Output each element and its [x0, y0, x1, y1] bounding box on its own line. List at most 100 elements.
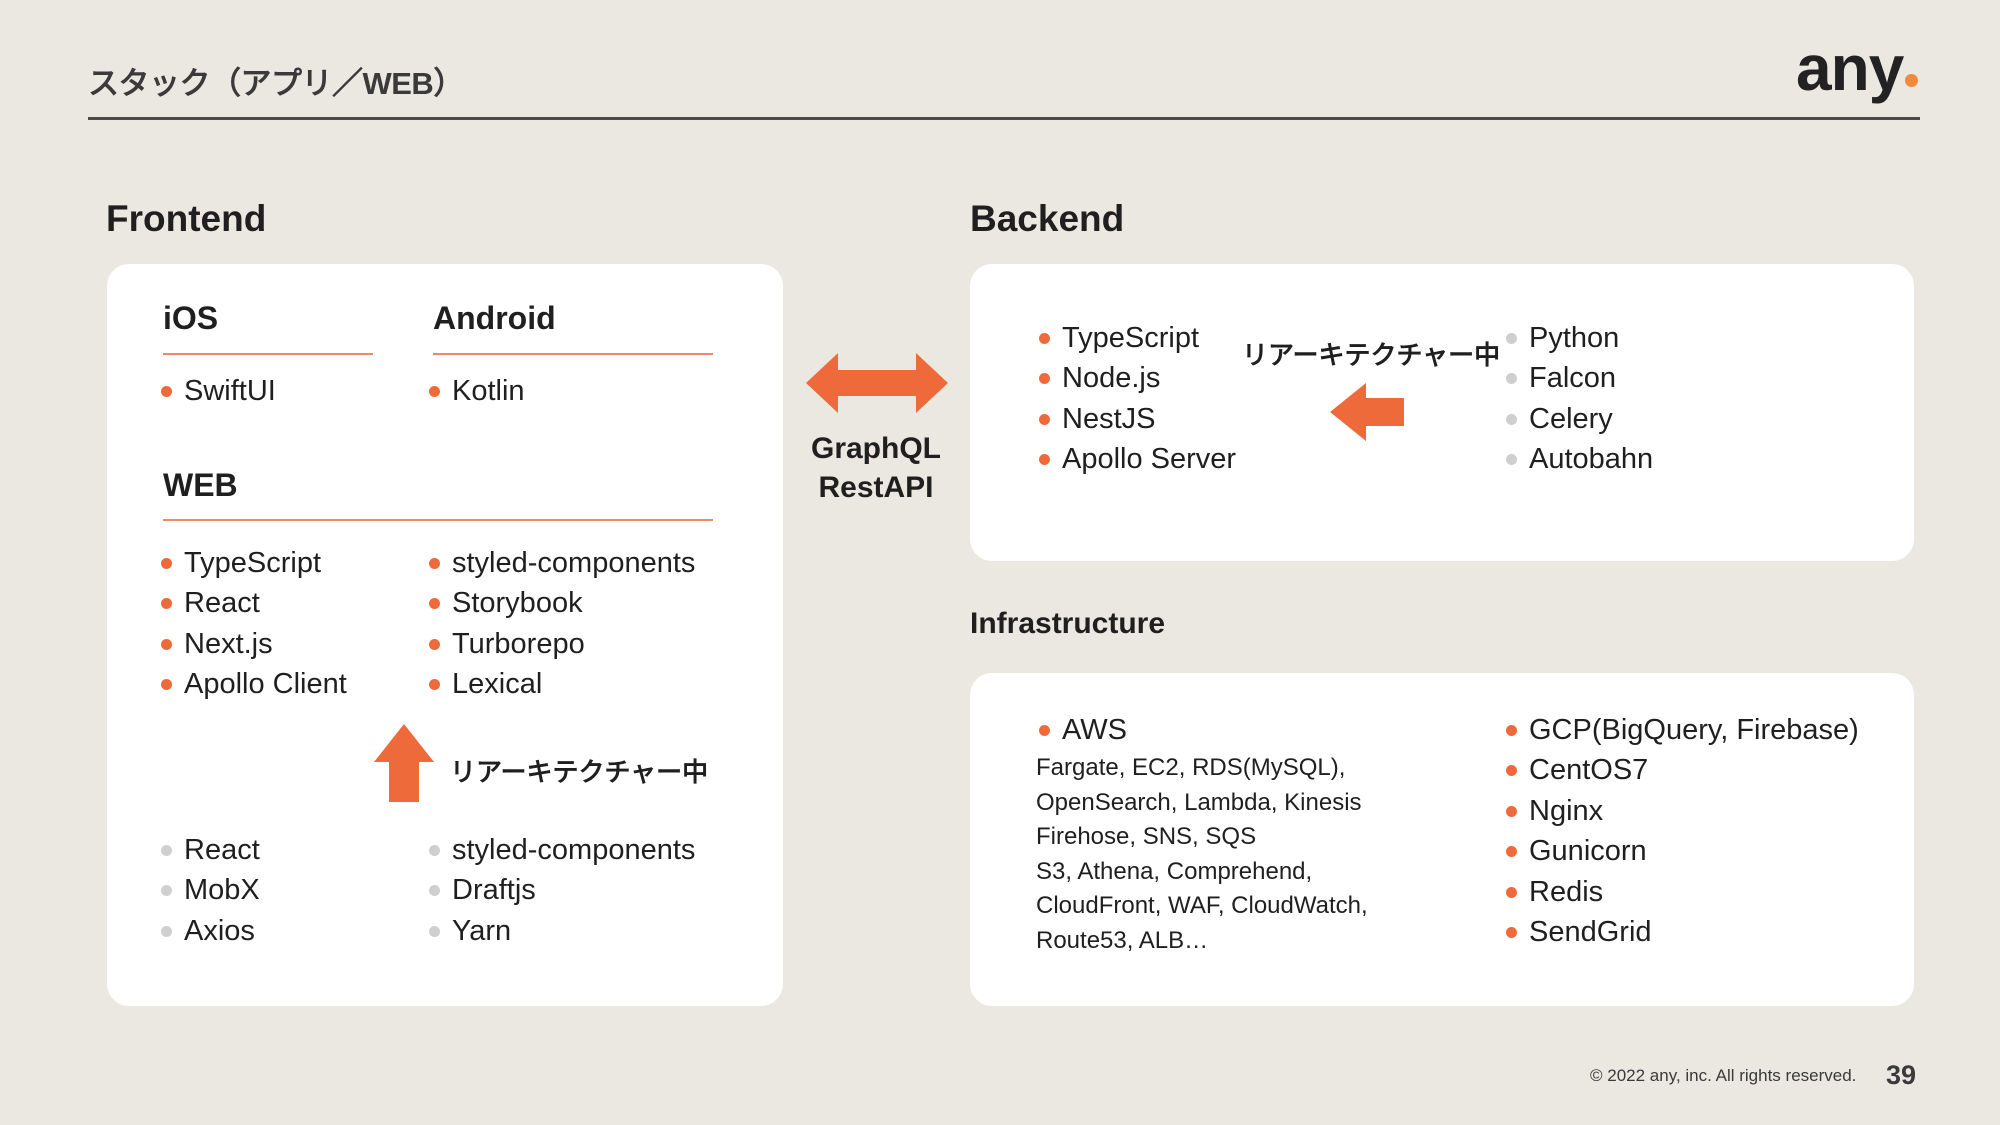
list-item: Python — [1506, 318, 1653, 359]
api-graphql-label: GraphQL — [810, 432, 941, 465]
bullet-icon — [1506, 765, 1517, 777]
list-item: Node.js — [1039, 359, 1236, 400]
web-current-list-left: TypeScript React Next.js Apollo Client — [161, 543, 347, 705]
page-number: 39 — [1886, 1060, 1917, 1090]
android-list: Kotlin — [429, 371, 525, 412]
list-item: Apollo Client — [161, 665, 347, 706]
bullet-icon — [1039, 332, 1050, 344]
list-item: GCP(BigQuery, Firebase) — [1506, 710, 1859, 751]
list-item: TypeScript — [1039, 318, 1236, 359]
bullet-icon — [161, 679, 172, 691]
api-label: GraphQL RestAPI — [806, 429, 946, 507]
list-item: Yarn — [429, 911, 695, 952]
backend-card — [970, 264, 1914, 561]
infrastructure-title: Infrastructure — [970, 607, 1166, 640]
list-item: MobX — [161, 871, 260, 912]
aws-service-line: Fargate, EC2, RDS(MySQL), — [1036, 754, 1346, 781]
list-item: Nginx — [1506, 791, 1859, 832]
arrow-up-icon — [374, 724, 434, 802]
frontend-card — [107, 264, 783, 1006]
android-divider — [433, 353, 713, 355]
bullet-icon — [429, 885, 440, 897]
bullet-icon — [1506, 413, 1517, 425]
list-item: Falcon — [1506, 359, 1653, 400]
list-item: AWS — [1039, 710, 1127, 751]
aws-service-line: OpenSearch, Lambda, Kinesis — [1036, 788, 1362, 816]
list-item: Gunicorn — [1506, 832, 1859, 873]
list-item: Storybook — [429, 584, 695, 625]
bullet-icon — [1506, 454, 1517, 466]
double-arrow-icon — [806, 353, 948, 413]
aws-service-line: CloudFront, WAF, CloudWatch, — [1036, 892, 1368, 920]
list-item: Apollo Server — [1039, 440, 1236, 481]
bullet-icon — [1039, 373, 1050, 385]
list-item: TypeScript — [161, 543, 347, 584]
bullet-icon — [429, 925, 440, 937]
backend-legacy-list: Python Falcon Celery Autobahn — [1506, 318, 1653, 480]
list-item: Turborepo — [429, 624, 695, 665]
list-item: Axios — [161, 911, 260, 952]
list-item: NestJS — [1039, 399, 1236, 440]
aws-list: AWS — [1039, 710, 1127, 751]
bullet-icon — [429, 638, 440, 650]
ios-divider — [163, 353, 373, 355]
android-title: Android — [433, 300, 556, 336]
bullet-icon — [161, 844, 172, 856]
logo-dot-icon — [1905, 74, 1918, 87]
bullet-icon — [1506, 886, 1517, 898]
list-item: SwiftUI — [161, 371, 276, 412]
bullet-icon — [161, 885, 172, 897]
infrastructure-card — [970, 673, 1914, 1006]
bullet-icon — [1506, 846, 1517, 858]
list-item: styled-components — [429, 543, 695, 584]
list-item: Autobahn — [1506, 440, 1653, 481]
frontend-title: Frontend — [106, 198, 267, 239]
bullet-icon — [161, 598, 172, 610]
bullet-icon — [161, 925, 172, 937]
ios-title: iOS — [163, 300, 219, 336]
list-item: Next.js — [161, 624, 347, 665]
web-rearch-label: リアーキテクチャー中 — [450, 757, 709, 787]
infrastructure-other-list: GCP(BigQuery, Firebase) CentOS7 Nginx Gu… — [1506, 710, 1859, 953]
bullet-icon — [1506, 724, 1517, 736]
bullet-icon — [1506, 805, 1517, 817]
web-legacy-list-right: styled-components Draftjs Yarn — [429, 830, 695, 952]
ios-list: SwiftUI — [161, 371, 276, 412]
list-item: Kotlin — [429, 371, 525, 412]
bullet-icon — [161, 557, 172, 569]
list-item: SendGrid — [1506, 913, 1859, 954]
backend-current-list: TypeScript Node.js NestJS Apollo Server — [1039, 318, 1236, 480]
bullet-icon — [429, 844, 440, 856]
company-logo: any — [1796, 32, 1904, 104]
header-divider — [88, 117, 1920, 120]
aws-services: Fargate, EC2, RDS(MySQL), OpenSearch, La… — [1036, 751, 1368, 959]
list-item: Celery — [1506, 399, 1653, 440]
aws-service-line: Route53, ALB… — [1036, 926, 1209, 954]
bullet-icon — [1506, 332, 1517, 344]
bullet-icon — [429, 557, 440, 569]
list-item: CentOS7 — [1506, 751, 1859, 792]
aws-service-line: S3, Athena, Comprehend, — [1036, 857, 1313, 885]
list-item: React — [161, 584, 347, 625]
bullet-icon — [429, 679, 440, 691]
web-current-list-right: styled-components Storybook Turborepo Le… — [429, 543, 695, 705]
api-restapi-label: RestAPI — [818, 471, 934, 504]
backend-title: Backend — [970, 198, 1125, 239]
bullet-icon — [429, 385, 440, 397]
list-item: styled-components — [429, 830, 695, 871]
web-title: WEB — [163, 467, 238, 503]
bullet-icon — [1506, 373, 1517, 385]
page-title: スタック（アプリ／WEB） — [88, 66, 464, 101]
list-item: Lexical — [429, 665, 695, 706]
web-legacy-list-left: React MobX Axios — [161, 830, 260, 952]
bullet-icon — [161, 638, 172, 650]
aws-service-line: Firehose, SNS, SQS — [1036, 823, 1257, 851]
arrow-left-icon — [1330, 383, 1404, 441]
bullet-icon — [1506, 927, 1517, 939]
bullet-icon — [429, 598, 440, 610]
web-divider — [163, 519, 713, 521]
list-item: Redis — [1506, 872, 1859, 913]
copyright-text: © 2022 any, inc. All rights reserved. — [1590, 1066, 1857, 1085]
list-item: Draftjs — [429, 871, 695, 912]
bullet-icon — [161, 385, 172, 397]
